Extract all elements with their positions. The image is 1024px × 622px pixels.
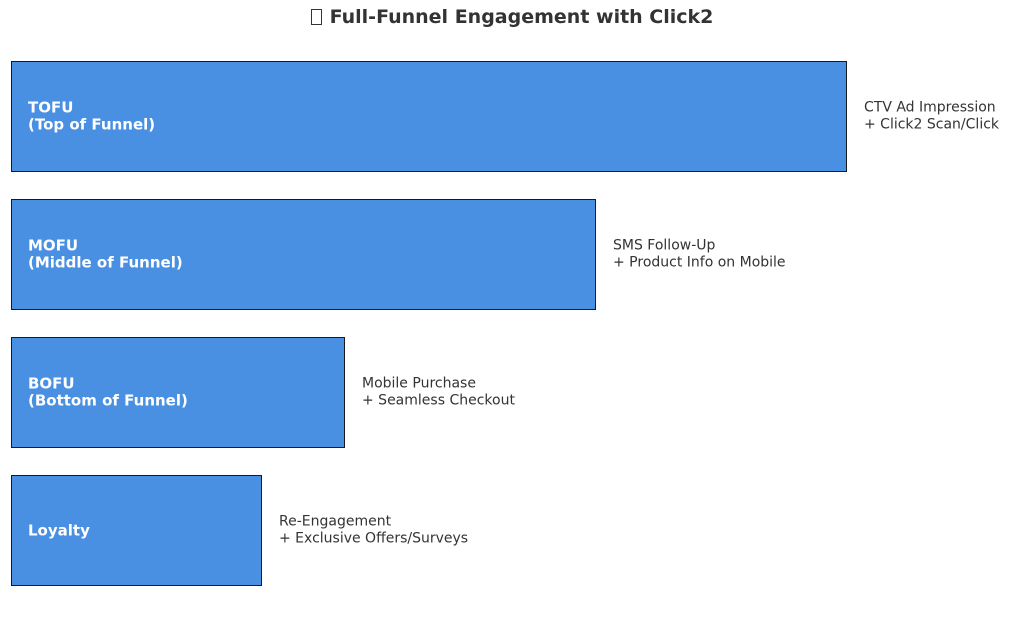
stage-label-bofu: BOFU (Bottom of Funnel) — [28, 374, 188, 410]
funnel-stage-loyalty: Loyalty — [11, 475, 262, 586]
stage-description-bofu: Mobile Purchase + Seamless Checkout — [362, 375, 515, 409]
stage-label-loyalty: Loyalty — [28, 520, 90, 539]
stage-label-tofu: TOFU (Top of Funnel) — [28, 98, 156, 134]
stage-label-mofu: MOFU (Middle of Funnel) — [28, 236, 183, 272]
stage-description-loyalty: Re-Engagement + Exclusive Offers/Surveys — [279, 513, 469, 547]
funnel-stage-tofu: TOFU (Top of Funnel) — [11, 61, 847, 172]
diagram-title: Full-Funnel Engagement with Click2 — [0, 6, 1024, 28]
missing-glyph-icon — [310, 9, 322, 25]
stage-description-tofu: CTV Ad Impression + Click2 Scan/Click — [864, 99, 1000, 133]
funnel-stage-mofu: MOFU (Middle of Funnel) — [11, 199, 596, 310]
diagram-title-text: Full-Funnel Engagement with Click2 — [329, 6, 714, 28]
stage-description-mofu: SMS Follow-Up + Product Info on Mobile — [613, 237, 786, 271]
funnel-stage-bofu: BOFU (Bottom of Funnel) — [11, 337, 345, 448]
